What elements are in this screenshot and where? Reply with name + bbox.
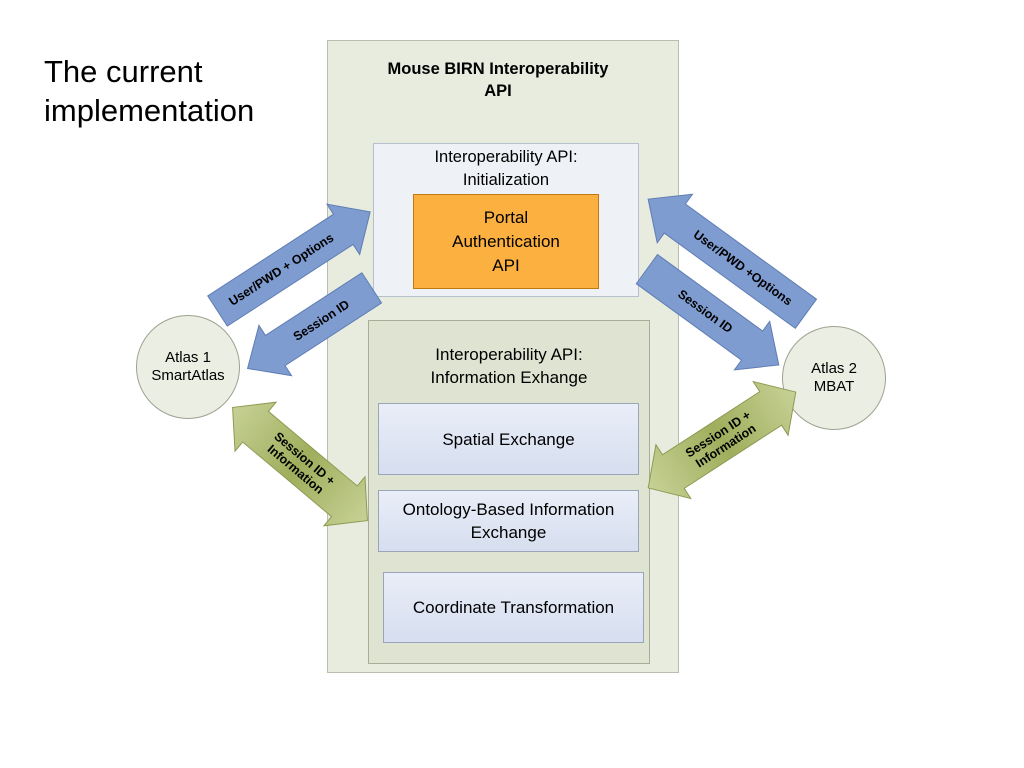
interoperability-api-title: Mouse BIRN Interoperability API xyxy=(387,60,609,100)
atlas-1-node: Atlas 1 SmartAtlas xyxy=(136,315,240,419)
information-exchange-title: Interoperability API: Information Exhang… xyxy=(430,345,588,387)
arrow-left-session-shape xyxy=(246,272,383,377)
arrow-left-info: Session ID + Information xyxy=(232,401,368,527)
arrow-right-info: Session ID + Information xyxy=(647,380,797,500)
atlas-2-node: Atlas 2 MBAT xyxy=(782,326,886,430)
arrow-right-session-shape xyxy=(635,253,780,371)
slide-title: The current implementation xyxy=(44,54,255,128)
arrow-left-info-shape xyxy=(232,401,368,527)
initialization-title: Interoperability API: Initialization xyxy=(434,148,578,189)
arrow-left-user-pwd-shape xyxy=(207,203,371,327)
coordinate-transformation-box: Coordinate Transformation xyxy=(383,572,644,643)
spatial-exchange-box: Spatial Exchange xyxy=(378,403,639,475)
arrow-right-info-shape xyxy=(647,380,797,500)
arrow-right-user-pwd-shape xyxy=(647,193,818,330)
portal-authentication-box: Portal Authentication API xyxy=(413,194,599,289)
ontology-exchange-box: Ontology-Based Information Exchange xyxy=(378,490,639,552)
arrow-left-user-pwd-label: User/PWD + Options xyxy=(226,231,336,309)
